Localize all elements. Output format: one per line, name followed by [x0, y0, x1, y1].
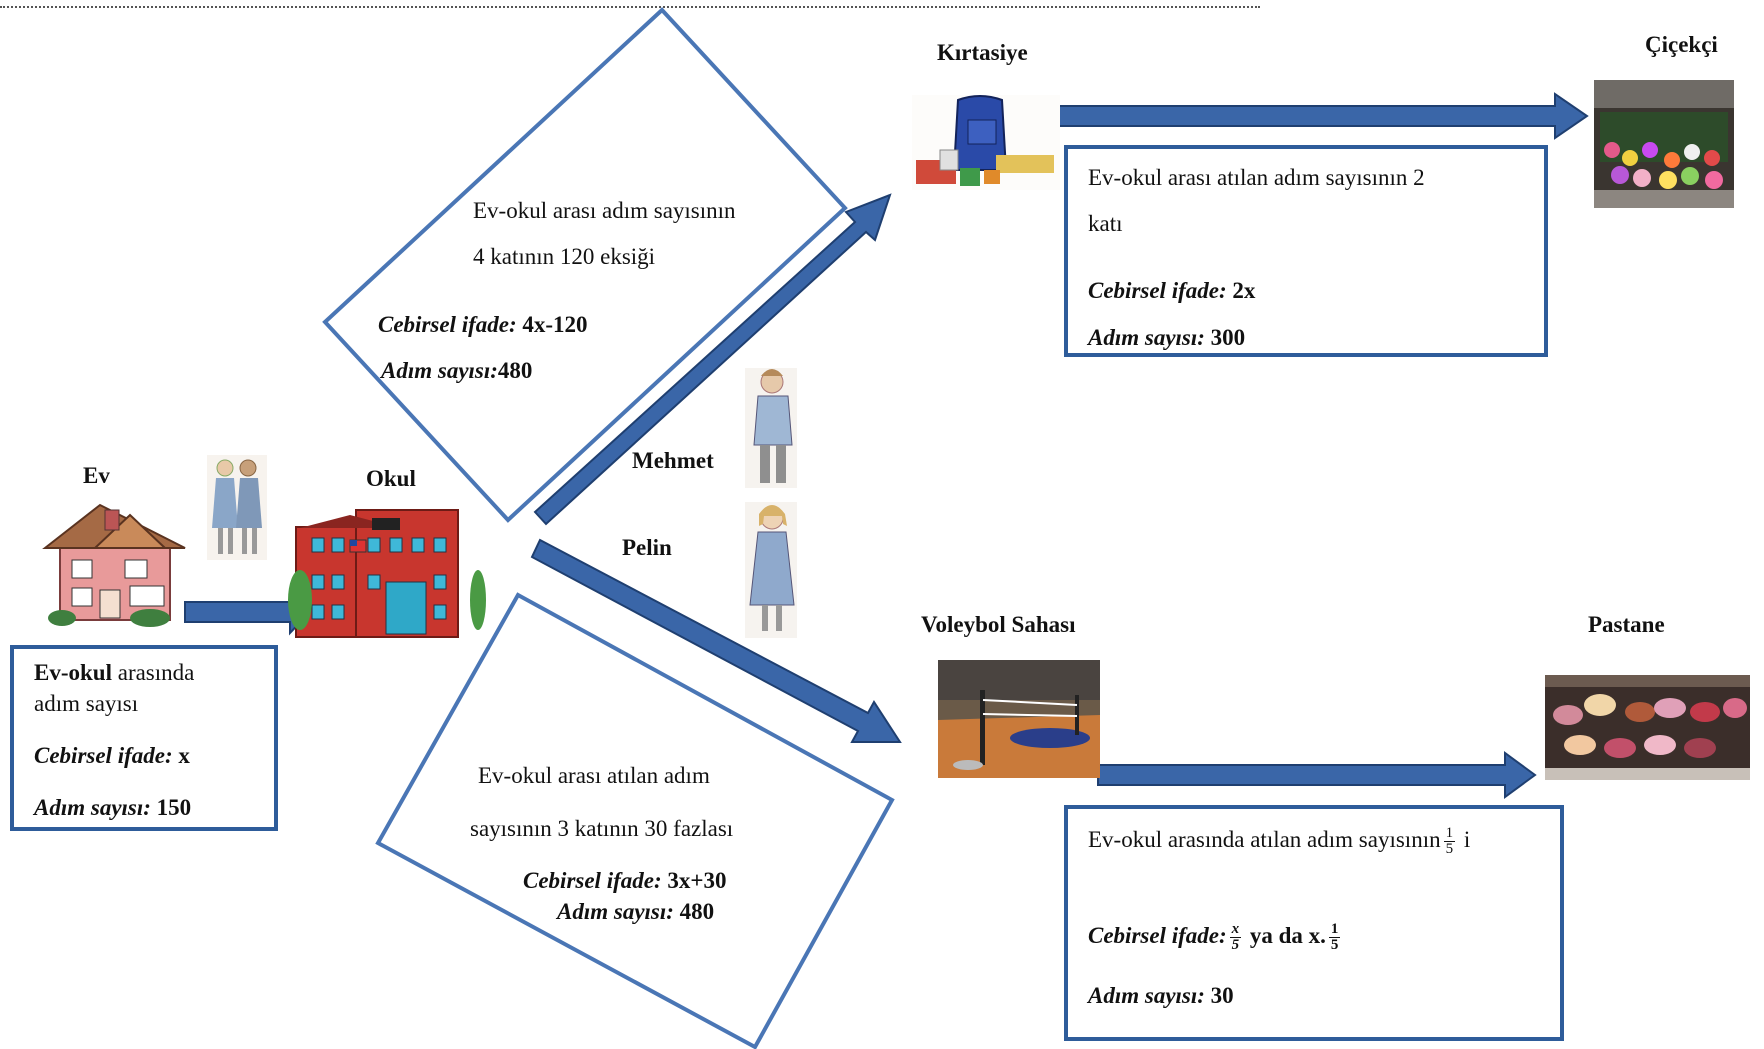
diamond-top-line1: Ev-okul arası adım sayısının: [473, 198, 736, 223]
voleybol-line1-text: Ev-okul arasında atılan adım sayısının: [1088, 826, 1441, 852]
mehmet-figure: [745, 368, 797, 488]
diamond-bottom-expr: Cebirsel ifade: 3x+30: [523, 868, 726, 894]
diamond-top-steps-label: Adım sayısı:: [381, 358, 498, 383]
label-okul: Okul: [366, 466, 416, 491]
voleybol-steps: Adım sayısı: 30: [1088, 983, 1234, 1009]
voleybol-steps-value: 30: [1204, 983, 1234, 1008]
diamond-top-outline: [322, 7, 848, 523]
label-mehmet: Mehmet: [632, 448, 714, 473]
ev-okul-steps-value: 150: [150, 795, 192, 820]
kirtasiye-steps-label: Adım sayısı:: [1088, 325, 1205, 350]
diamond-bottom-line2: sayısının 3 katının 30 fazlası: [470, 816, 734, 841]
voleybol-expr-mid: ya da x.: [1244, 922, 1326, 948]
label-ev: Ev: [83, 463, 110, 488]
label-pelin: Pelin: [622, 535, 672, 560]
stationery-illustration: [912, 95, 1060, 190]
arrow-voleybol-pastane: [1097, 751, 1537, 799]
top-dotted-rule: [0, 6, 1260, 8]
diamond-top-steps-value: 480: [497, 358, 533, 383]
pelin-figure: [745, 502, 797, 638]
voleybol-steps-label: Adım sayısı:: [1088, 983, 1205, 1008]
school-illustration: [288, 509, 486, 638]
voleybol-expr-label: Cebirsel ifade:: [1088, 922, 1227, 948]
voleybol-expr-frac2-den: 5: [1330, 937, 1339, 953]
voleybol-frac-den: 5: [1445, 841, 1454, 857]
label-voleybol: Voleybol Sahası: [921, 612, 1076, 637]
voleybol-expr-frac-num: x: [1229, 921, 1242, 938]
kirtasiye-line2: katı: [1088, 211, 1123, 236]
diamond-bottom-expr-value: 3x+30: [661, 868, 727, 893]
diamond-bottom-outline: [375, 592, 895, 1049]
diamond-top-steps: Adım sayısı:480: [381, 358, 532, 384]
ev-okul-line1: Ev-okul arasında: [34, 660, 194, 686]
ev-okul-expr: Cebirsel ifade: x: [34, 743, 190, 769]
ev-okul-title-bold: Ev-okul: [34, 660, 112, 685]
arrow-kirtasiye-cicekci: [1040, 92, 1589, 140]
arrow-okul-kirtasiye: [533, 193, 892, 526]
voleybol-expr-frac-den: 5: [1231, 937, 1240, 953]
diamond-top-line2: 4 katının 120 eksiği: [473, 244, 656, 269]
diamond-bottom-steps-label: Adım sayısı:: [557, 899, 674, 924]
kirtasiye-expr: Cebirsel ifade: 2x: [1088, 278, 1255, 304]
bakery-photo: [1545, 675, 1750, 780]
flower-shop-photo: [1594, 80, 1734, 208]
kirtasiye-expr-value: 2x: [1226, 278, 1256, 303]
ev-okul-steps: Adım sayısı: 150: [34, 795, 191, 821]
diamond-bottom-steps-value: 480: [673, 899, 715, 924]
diamond-top-expr-value: 4x-120: [516, 312, 588, 337]
arrow-okul-voleybol: [530, 538, 902, 743]
label-pastane: Pastane: [1588, 612, 1665, 637]
ev-okul-box: [10, 645, 278, 831]
volleyball-court-photo: [938, 660, 1100, 778]
diamond-bottom-expr-label: Cebirsel ifade:: [523, 868, 662, 893]
kirtasiye-steps-value: 300: [1204, 325, 1246, 350]
voleybol-expr-frac2-num: 1: [1328, 921, 1341, 938]
diamond-top-expr-label: Cebirsel ifade:: [378, 312, 517, 337]
kirtasiye-box: Ev-okul arası atılan adım sayısının 2 ka…: [1064, 145, 1548, 357]
ev-okul-expr-value: x: [172, 743, 190, 768]
diamond-bottom-steps: Adım sayısı: 480: [557, 899, 714, 925]
kirtasiye-expr-label: Cebirsel ifade:: [1088, 278, 1227, 303]
ev-okul-steps-label: Adım sayısı:: [34, 795, 151, 820]
kirtasiye-line1: Ev-okul arası atılan adım sayısının 2: [1088, 165, 1425, 190]
ev-okul-title-rest: arasında: [111, 660, 195, 685]
ev-okul-expr-label: Cebirsel ifade:: [34, 743, 173, 768]
label-kirtasiye: Kırtasiye: [937, 40, 1028, 65]
diamond-bottom-line1: Ev-okul arası atılan adım: [478, 763, 710, 788]
kirtasiye-steps: Adım sayısı: 300: [1088, 325, 1245, 351]
voleybol-line1-suffix: i: [1458, 826, 1471, 852]
label-cicekci: Çiçekçi: [1645, 32, 1718, 57]
couple-illustration: [207, 455, 267, 560]
diamond-top-expr: Cebirsel ifade: 4x-120: [378, 312, 588, 338]
ev-okul-line2: adım sayısı: [34, 691, 139, 716]
voleybol-box: [1064, 805, 1564, 1041]
house-illustration: [42, 503, 186, 627]
voleybol-frac-num: 1: [1443, 825, 1456, 842]
